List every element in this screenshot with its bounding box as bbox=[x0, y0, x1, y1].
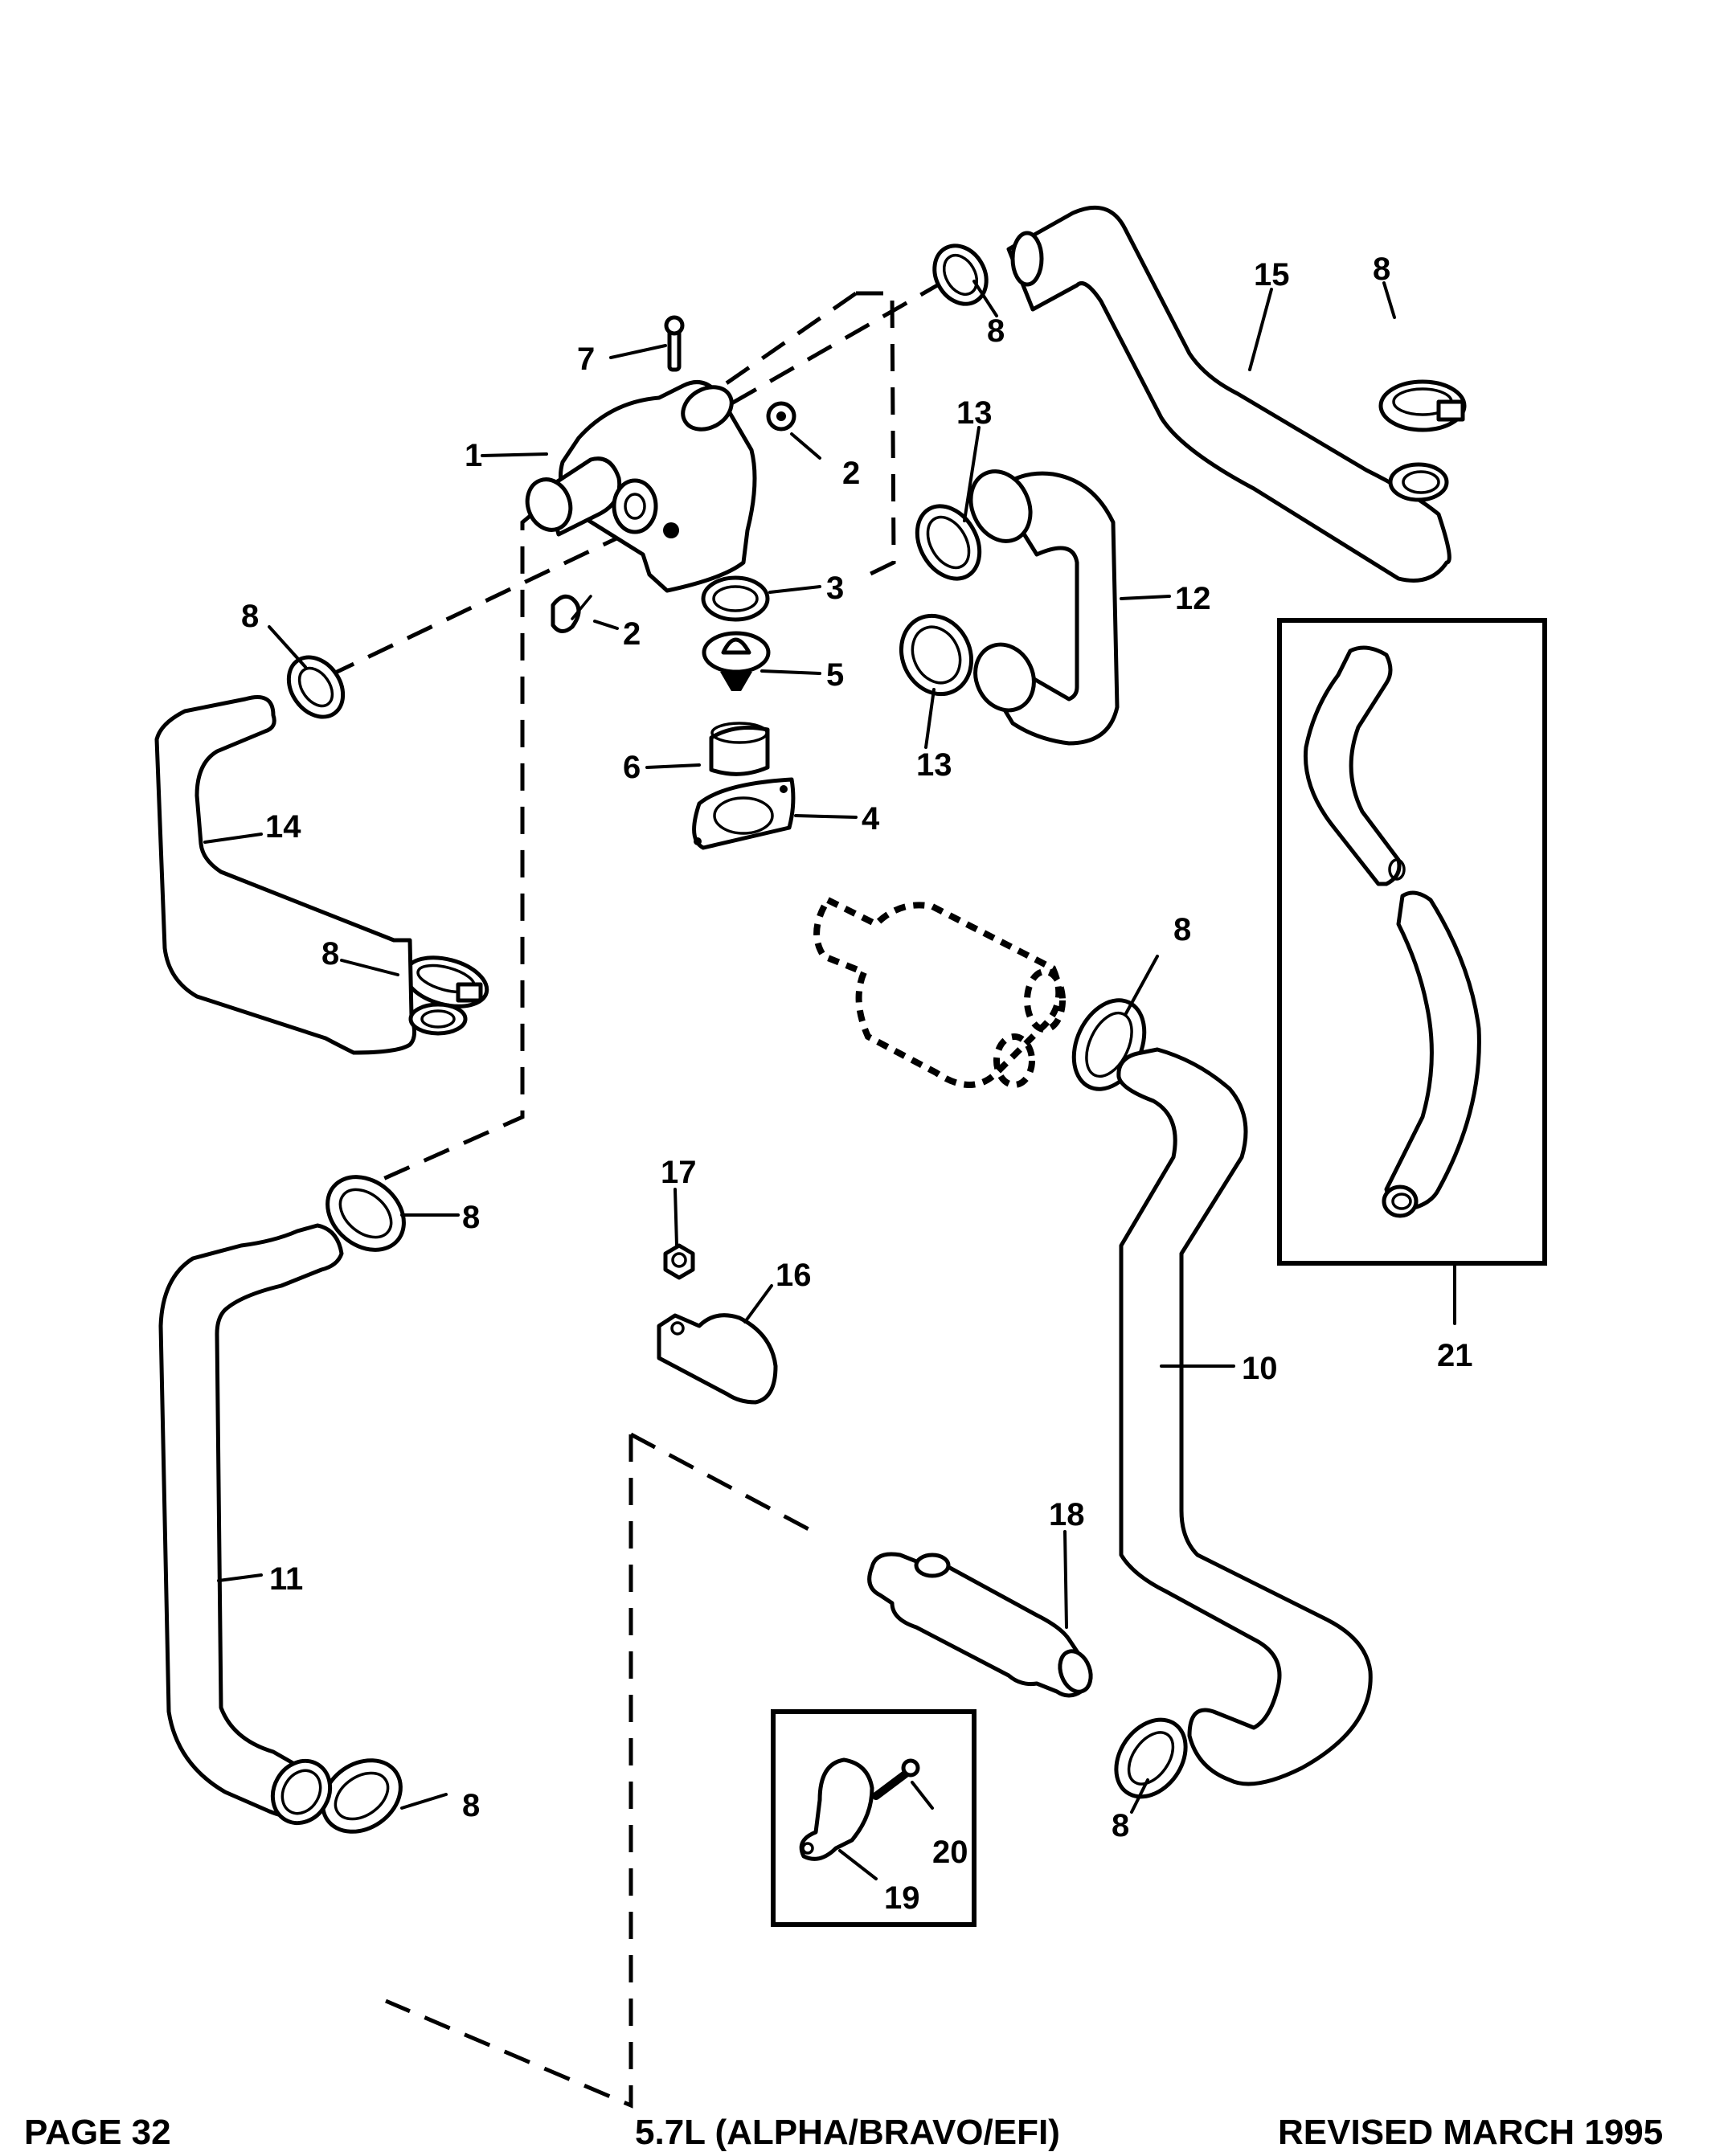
revision-date: REVISED MARCH 1995 bbox=[1278, 2113, 1664, 2152]
part-17-nut[interactable] bbox=[663, 1243, 695, 1280]
callout-2: 2 bbox=[842, 456, 860, 491]
part-14-hose[interactable] bbox=[154, 695, 468, 1055]
callout-1: 1 bbox=[465, 438, 482, 473]
part-18-tube[interactable] bbox=[867, 1552, 1096, 1698]
callout-8: 8 bbox=[241, 599, 259, 634]
callout-13: 13 bbox=[956, 395, 993, 431]
part-8-clamp-left-bottom-top[interactable] bbox=[313, 1162, 418, 1265]
callout-17: 17 bbox=[661, 1155, 697, 1190]
heat-exchanger-reference bbox=[813, 895, 1066, 1088]
part-8-clamp-left-upper[interactable] bbox=[277, 647, 354, 727]
callout-21: 21 bbox=[1437, 1338, 1473, 1373]
part-8-clamp-top[interactable] bbox=[924, 236, 997, 313]
callout-3: 3 bbox=[826, 571, 844, 606]
part-16-clamp[interactable] bbox=[657, 1313, 778, 1405]
part-2-plug-lower[interactable] bbox=[551, 594, 592, 633]
callout-labels: 1 7 2 2 3 5 6 4 8 15 8 13 13 12 8 14 8 8… bbox=[241, 252, 1473, 1916]
callout-11: 11 bbox=[269, 1561, 303, 1597]
callout-20: 20 bbox=[932, 1835, 968, 1870]
part-13-clamp-upper[interactable] bbox=[905, 495, 993, 590]
part-4-gasket[interactable] bbox=[692, 777, 796, 850]
part-11-hose[interactable] bbox=[158, 1223, 344, 1834]
callout-8: 8 bbox=[1112, 1808, 1129, 1843]
callout-8: 8 bbox=[1173, 912, 1191, 947]
callout-8: 8 bbox=[462, 1200, 480, 1235]
part-1-thermostat-housing[interactable] bbox=[521, 378, 757, 593]
callout-12: 12 bbox=[1175, 581, 1211, 616]
callout-8: 8 bbox=[321, 936, 339, 972]
part-3-seal[interactable] bbox=[701, 575, 770, 622]
callout-8: 8 bbox=[1373, 252, 1390, 287]
callout-15: 15 bbox=[1254, 257, 1290, 293]
callout-14: 14 bbox=[265, 809, 301, 845]
part-15-hose[interactable] bbox=[1006, 205, 1451, 583]
callout-2: 2 bbox=[623, 616, 641, 652]
model-label: 5.7L (ALPHA/BRAVO/EFI) bbox=[635, 2113, 1060, 2152]
part-12-hose[interactable] bbox=[960, 461, 1120, 746]
callout-13: 13 bbox=[916, 747, 952, 783]
part-19-clamp[interactable] bbox=[799, 1757, 874, 1861]
callout-18: 18 bbox=[1049, 1497, 1085, 1532]
page-number: PAGE 32 bbox=[24, 2113, 171, 2152]
part-10-hose[interactable] bbox=[1116, 1047, 1373, 1786]
inset-box-21 bbox=[1277, 618, 1547, 1266]
inset-box-19-20 bbox=[771, 1709, 976, 1927]
callout-6: 6 bbox=[623, 750, 641, 785]
leader-lines bbox=[203, 280, 1456, 1880]
part-8-clamp-top-right[interactable] bbox=[1378, 379, 1467, 432]
part-2-plug-upper[interactable] bbox=[766, 401, 796, 432]
part-6-sleeve[interactable] bbox=[709, 722, 770, 776]
callout-4: 4 bbox=[862, 801, 880, 837]
part-8-clamp-right-bottom[interactable] bbox=[1102, 1707, 1200, 1810]
part-7-screw[interactable] bbox=[664, 315, 685, 372]
callout-19: 19 bbox=[884, 1880, 920, 1916]
assembly-guide-lines bbox=[312, 279, 946, 2109]
part-21-hose-kit[interactable] bbox=[1303, 645, 1481, 1218]
part-13-clamp-lower[interactable] bbox=[889, 604, 984, 706]
callout-8: 8 bbox=[462, 1788, 480, 1823]
callout-10: 10 bbox=[1242, 1351, 1278, 1386]
part-8-clamp-left-bottom[interactable] bbox=[309, 1745, 414, 1846]
callout-5: 5 bbox=[826, 657, 844, 693]
part-5-thermostat[interactable] bbox=[702, 631, 771, 691]
callout-16: 16 bbox=[776, 1258, 812, 1293]
callout-8: 8 bbox=[987, 313, 1005, 349]
part-20-screw[interactable] bbox=[872, 1758, 920, 1800]
callout-7: 7 bbox=[577, 342, 595, 377]
